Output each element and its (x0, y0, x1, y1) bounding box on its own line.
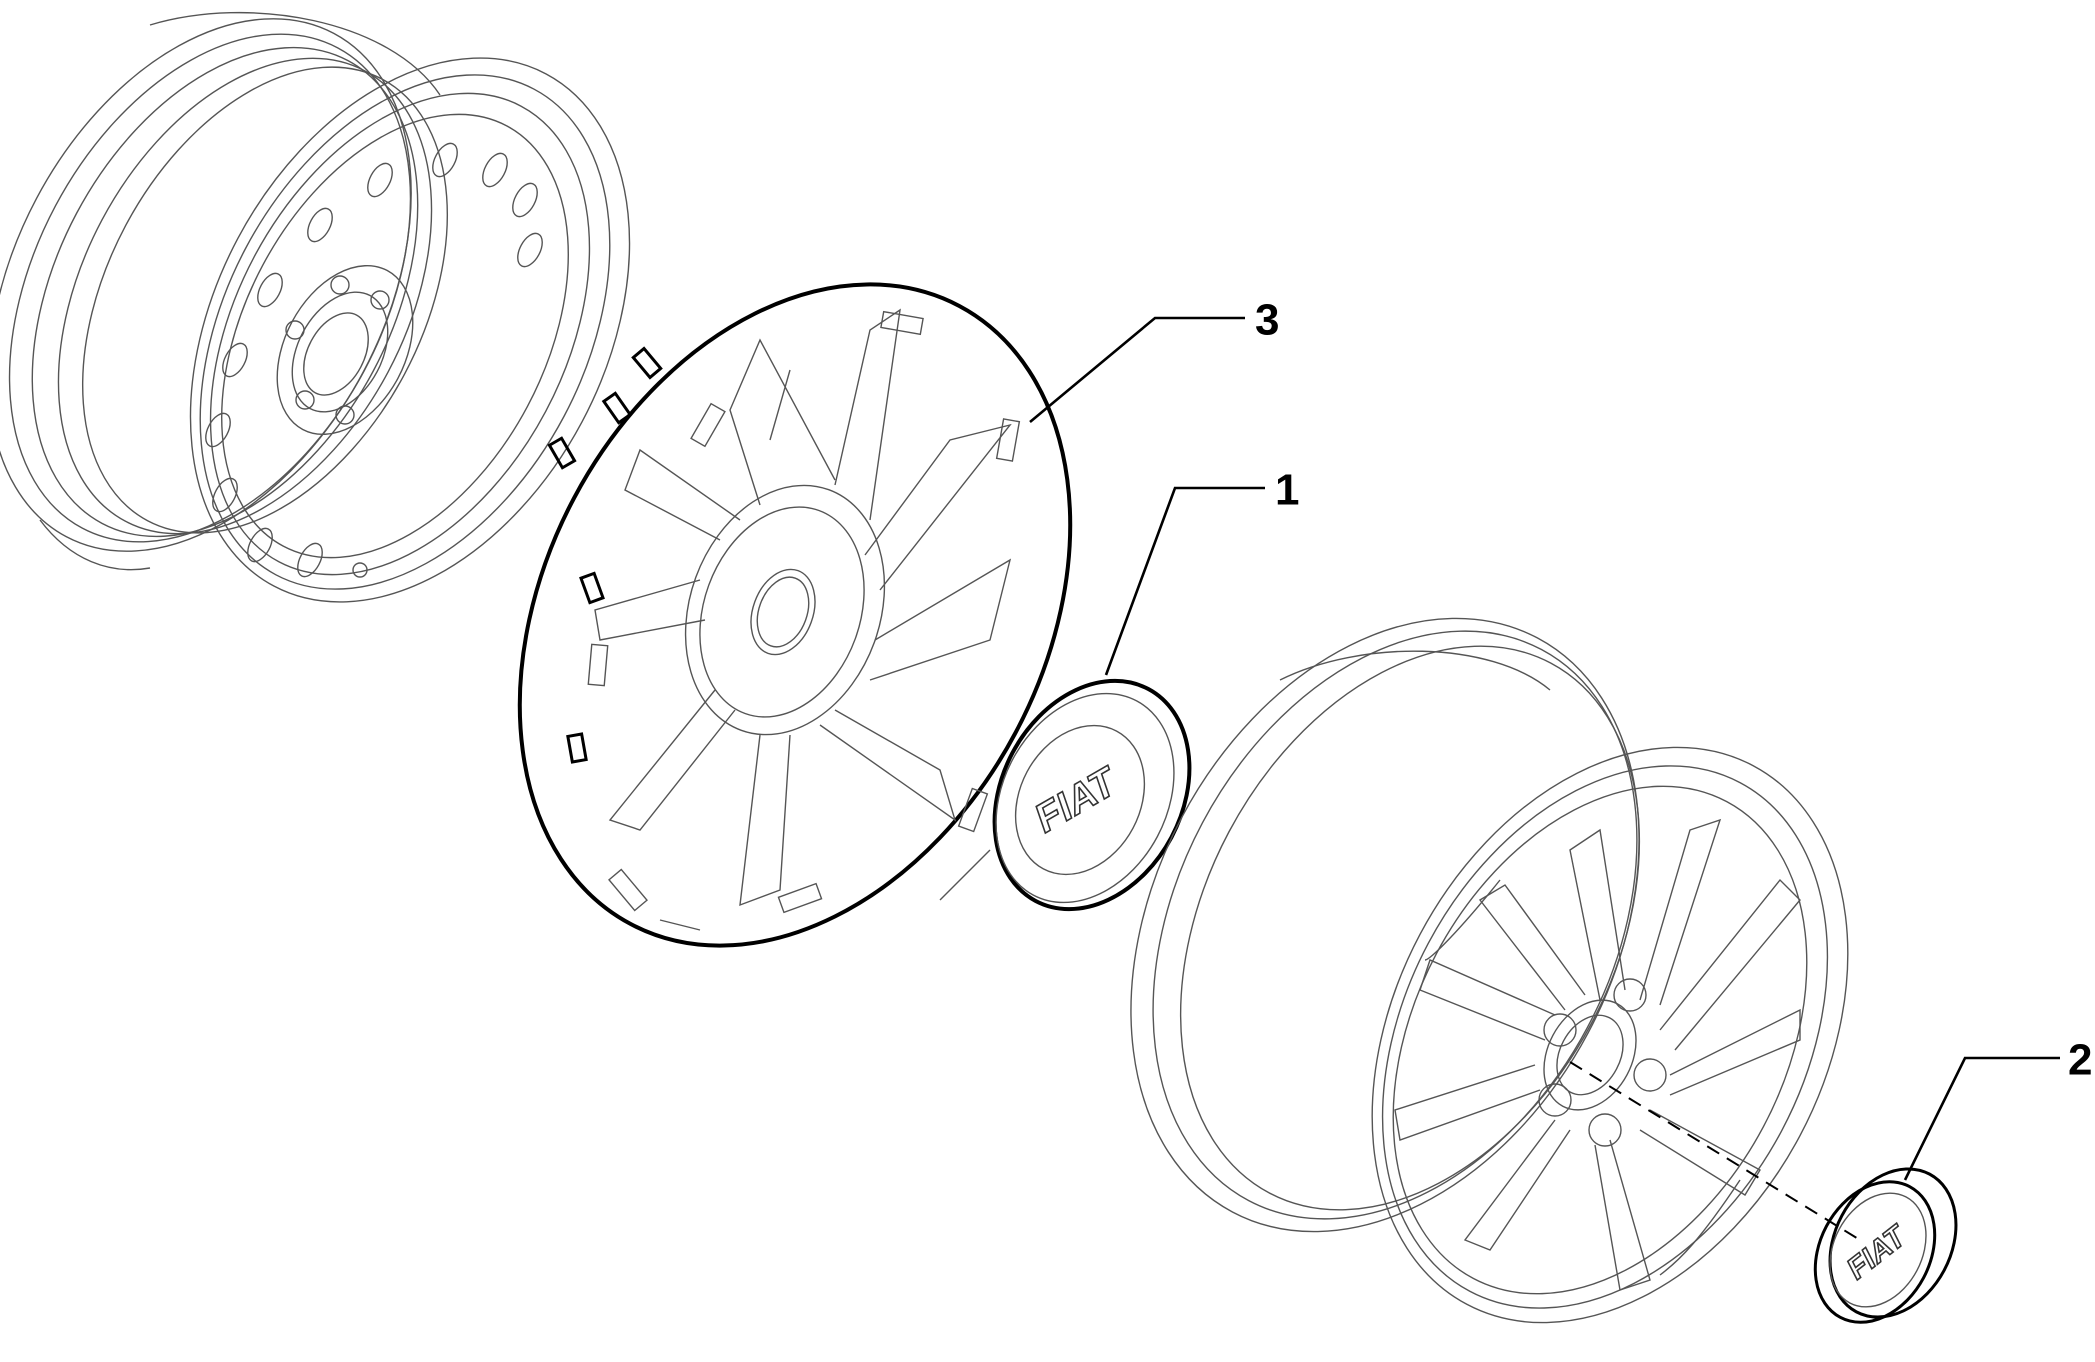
center-cap-2-logo: FIAT (1841, 1219, 1914, 1286)
callout-1-label: 1 (1275, 466, 1299, 515)
alloy-wheel-rim (1371, 746, 1849, 1324)
callout-2-leader (1903, 1056, 2060, 1181)
callout-2: 2 (1903, 1036, 2092, 1181)
wheel-trim-clips (547, 346, 663, 764)
steel-wheel (0, 11, 631, 603)
steel-wheel-front-rim (189, 57, 631, 603)
alloy-wheel-hub (1538, 978, 1667, 1147)
callout-1: 1 (1104, 466, 1299, 676)
mounting-axis-line (1569, 1061, 1861, 1241)
wheel-trim-spokes (594, 308, 1012, 931)
alloy-wheel-spokes (1394, 818, 1801, 1291)
callout-3-leader (1029, 316, 1245, 423)
alloy-wheel-barrel (1130, 617, 1641, 1233)
center-cap-1: FIAT (992, 678, 1192, 912)
center-cap-2: FIAT (1813, 1167, 1958, 1324)
callout-3: 3 (1029, 296, 1279, 423)
steel-wheel-hub (276, 264, 414, 436)
wheel-trim-slots (587, 310, 1021, 914)
alloy-wheel (1130, 617, 1849, 1324)
wheel-trim-center-disc (684, 484, 886, 736)
callout-3-label: 3 (1255, 296, 1279, 345)
callout-2-label: 2 (2068, 1036, 2092, 1085)
callout-1-leader (1104, 486, 1265, 676)
steel-wheel-outer-barrel (0, 11, 449, 571)
wheel-trim-hubcap (517, 282, 1073, 948)
steel-wheel-vent-holes (205, 142, 543, 578)
